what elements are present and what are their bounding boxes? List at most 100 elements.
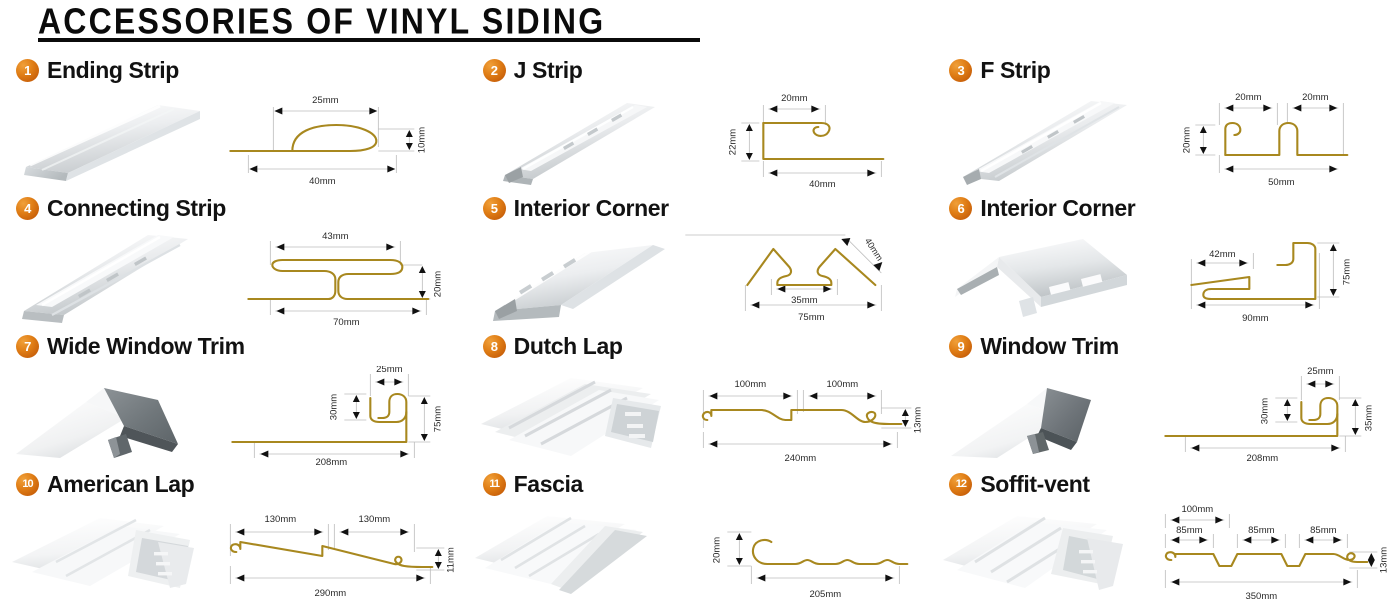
profile-diagram-soffit-vent: 100mm 85mm 85mm 85mm 13mm 350mm bbox=[1151, 504, 1392, 604]
accessory-item-interior-corner-6[interactable]: 6 Interior Corner bbox=[933, 190, 1400, 328]
dimension-label: 30mm bbox=[1260, 397, 1271, 423]
profile-diagram-dutch-lap: 100mm 100mm 13mm 240mm bbox=[685, 366, 926, 466]
profile-diagram-j-strip: 20mm 22mm 40mm bbox=[685, 89, 926, 189]
dimension-label: 290mm bbox=[314, 588, 346, 599]
product-photo-wide-window-trim bbox=[8, 366, 218, 466]
dimension-label: 100mm bbox=[734, 379, 766, 390]
accessory-item-american-lap[interactable]: 10 American Lap bbox=[0, 467, 467, 605]
item-header: 3 F Strip bbox=[941, 52, 1392, 88]
dimension-label: 75mm bbox=[1342, 259, 1353, 285]
product-photo-american-lap bbox=[8, 504, 218, 604]
dimension-label: 90mm bbox=[1242, 313, 1268, 324]
item-title: Interior Corner bbox=[980, 194, 1136, 221]
product-photo-interior-corner-6 bbox=[941, 227, 1151, 327]
item-number-badge: 9 bbox=[949, 335, 973, 358]
product-photo-fascia bbox=[474, 504, 685, 604]
item-title: Connecting Strip bbox=[47, 194, 226, 221]
product-photo-j-strip bbox=[475, 89, 685, 189]
item-body: 25mm 10mm 40mm bbox=[8, 88, 459, 190]
accessory-item-window-trim[interactable]: 9 Window Trim bbox=[933, 329, 1400, 467]
dimension-label: 20mm bbox=[1235, 92, 1261, 103]
dimension-label: 100mm bbox=[826, 379, 858, 390]
accessory-item-f-strip[interactable]: 3 F Strip bbox=[933, 52, 1400, 190]
dimension-label: 100mm bbox=[1182, 504, 1214, 515]
profile-diagram-connecting-strip: 43mm 20mm 70mm bbox=[218, 227, 459, 327]
page-title-block: ACCESSORIES OF VINYL SIDING bbox=[38, 2, 718, 40]
item-number-badge: 12 bbox=[949, 473, 973, 497]
item-header: 11 Fascia bbox=[475, 467, 926, 503]
item-body: 100mm 85mm 85mm 85mm 13mm 350mm bbox=[941, 503, 1392, 605]
dimension-label: 43mm bbox=[322, 231, 348, 242]
dimension-label: 75mm bbox=[798, 312, 824, 323]
product-photo-dutch-lap bbox=[475, 366, 685, 466]
item-header: 5 Interior Corner bbox=[475, 190, 926, 226]
profile-diagram-window-trim: 25mm 30mm 35mm 208mm bbox=[1151, 366, 1392, 466]
dimension-label: 35mm bbox=[1364, 404, 1375, 430]
profile-diagram-fascia: 20mm 205mm bbox=[685, 504, 926, 604]
item-number-badge: 6 bbox=[949, 196, 973, 220]
item-number-badge: 7 bbox=[16, 335, 39, 358]
product-photo-interior-corner-5 bbox=[475, 227, 685, 327]
product-photo-ending-strip bbox=[8, 89, 218, 189]
dimension-label: 85mm bbox=[1176, 525, 1202, 536]
item-body: 40mm 35mm 75mm bbox=[475, 226, 926, 328]
dimension-label: 75mm bbox=[432, 405, 443, 431]
item-body: 25mm 30mm 35mm 208mm bbox=[941, 365, 1392, 467]
item-number-badge: 10 bbox=[16, 473, 39, 497]
item-body: 20mm 22mm 40mm bbox=[475, 88, 926, 190]
accessory-item-wide-window-trim[interactable]: 7 Wide Window Trim bbox=[0, 329, 467, 467]
accessories-grid: 1 Ending Strip bbox=[0, 52, 1400, 605]
product-photo-f-strip bbox=[941, 89, 1151, 189]
product-photo-connecting-strip bbox=[8, 227, 218, 327]
item-header: 10 American Lap bbox=[8, 467, 459, 503]
item-number-badge: 5 bbox=[482, 196, 506, 220]
accessory-item-connecting-strip[interactable]: 4 Connecting Strip bbox=[0, 190, 467, 328]
item-title: F Strip bbox=[980, 56, 1051, 83]
accessory-item-dutch-lap[interactable]: 8 Dutch Lap bbox=[467, 329, 934, 467]
dimension-label: 11mm bbox=[445, 547, 456, 573]
dimension-label: 130mm bbox=[264, 514, 296, 525]
page-title: ACCESSORIES OF VINYL SIDING bbox=[38, 0, 606, 42]
accessory-item-interior-corner-5[interactable]: 5 Interior Corner bbox=[467, 190, 934, 328]
dimension-label: 85mm bbox=[1248, 525, 1274, 536]
dimension-label: 25mm bbox=[1307, 366, 1333, 377]
item-body: 100mm 100mm 13mm 240mm bbox=[475, 365, 926, 467]
profile-diagram-interior-corner-5: 40mm 35mm 75mm bbox=[684, 227, 926, 327]
dimension-label: 25mm bbox=[376, 366, 402, 375]
dimension-label: 13mm bbox=[912, 406, 923, 432]
accessory-item-ending-strip[interactable]: 1 Ending Strip bbox=[0, 52, 467, 190]
item-title: Interior Corner bbox=[513, 194, 669, 221]
item-number-badge: 1 bbox=[16, 58, 39, 82]
accessory-item-fascia[interactable]: 11 Fascia bbox=[467, 467, 934, 605]
dimension-label: 10mm bbox=[416, 127, 427, 153]
dimension-label: 208mm bbox=[1247, 453, 1279, 464]
profile-diagram-wide-window-trim: 25mm 30mm 75mm 208mm bbox=[218, 366, 459, 466]
item-body: 20mm 20mm 20mm 50mm bbox=[941, 88, 1392, 190]
item-title: Dutch Lap bbox=[513, 333, 623, 359]
item-header: 6 Interior Corner bbox=[941, 190, 1392, 226]
item-title: Ending Strip bbox=[47, 56, 179, 83]
profile-diagram-ending-strip: 25mm 10mm 40mm bbox=[218, 89, 459, 189]
dimension-label: 208mm bbox=[315, 457, 347, 466]
accessory-item-j-strip[interactable]: 2 J Strip bbox=[467, 52, 934, 190]
dimension-label: 40mm bbox=[309, 176, 335, 187]
item-header: 1 Ending Strip bbox=[8, 52, 459, 88]
item-title: American Lap bbox=[47, 471, 195, 498]
dimension-label: 40mm bbox=[863, 236, 885, 262]
item-header: 2 J Strip bbox=[475, 52, 926, 88]
item-title: Window Trim bbox=[980, 333, 1119, 359]
accessory-item-soffit-vent[interactable]: 12 Soffit-vent bbox=[933, 467, 1400, 605]
dimension-label: 240mm bbox=[784, 453, 816, 464]
title-underline bbox=[38, 38, 700, 42]
dimension-label: 20mm bbox=[711, 536, 722, 562]
item-header: 7 Wide Window Trim bbox=[8, 329, 459, 365]
item-title: Wide Window Trim bbox=[47, 333, 245, 359]
profile-diagram-american-lap: 130mm 130mm 11mm 290mm bbox=[218, 504, 459, 604]
dimension-label: 20mm bbox=[432, 271, 443, 297]
item-header: 8 Dutch Lap bbox=[475, 329, 926, 365]
item-body: 42mm 75mm 90mm bbox=[941, 226, 1392, 328]
item-number-badge: 11 bbox=[482, 473, 506, 497]
dimension-label: 20mm bbox=[1302, 92, 1328, 103]
dimension-label: 20mm bbox=[1182, 127, 1193, 153]
item-title: J Strip bbox=[513, 56, 583, 83]
